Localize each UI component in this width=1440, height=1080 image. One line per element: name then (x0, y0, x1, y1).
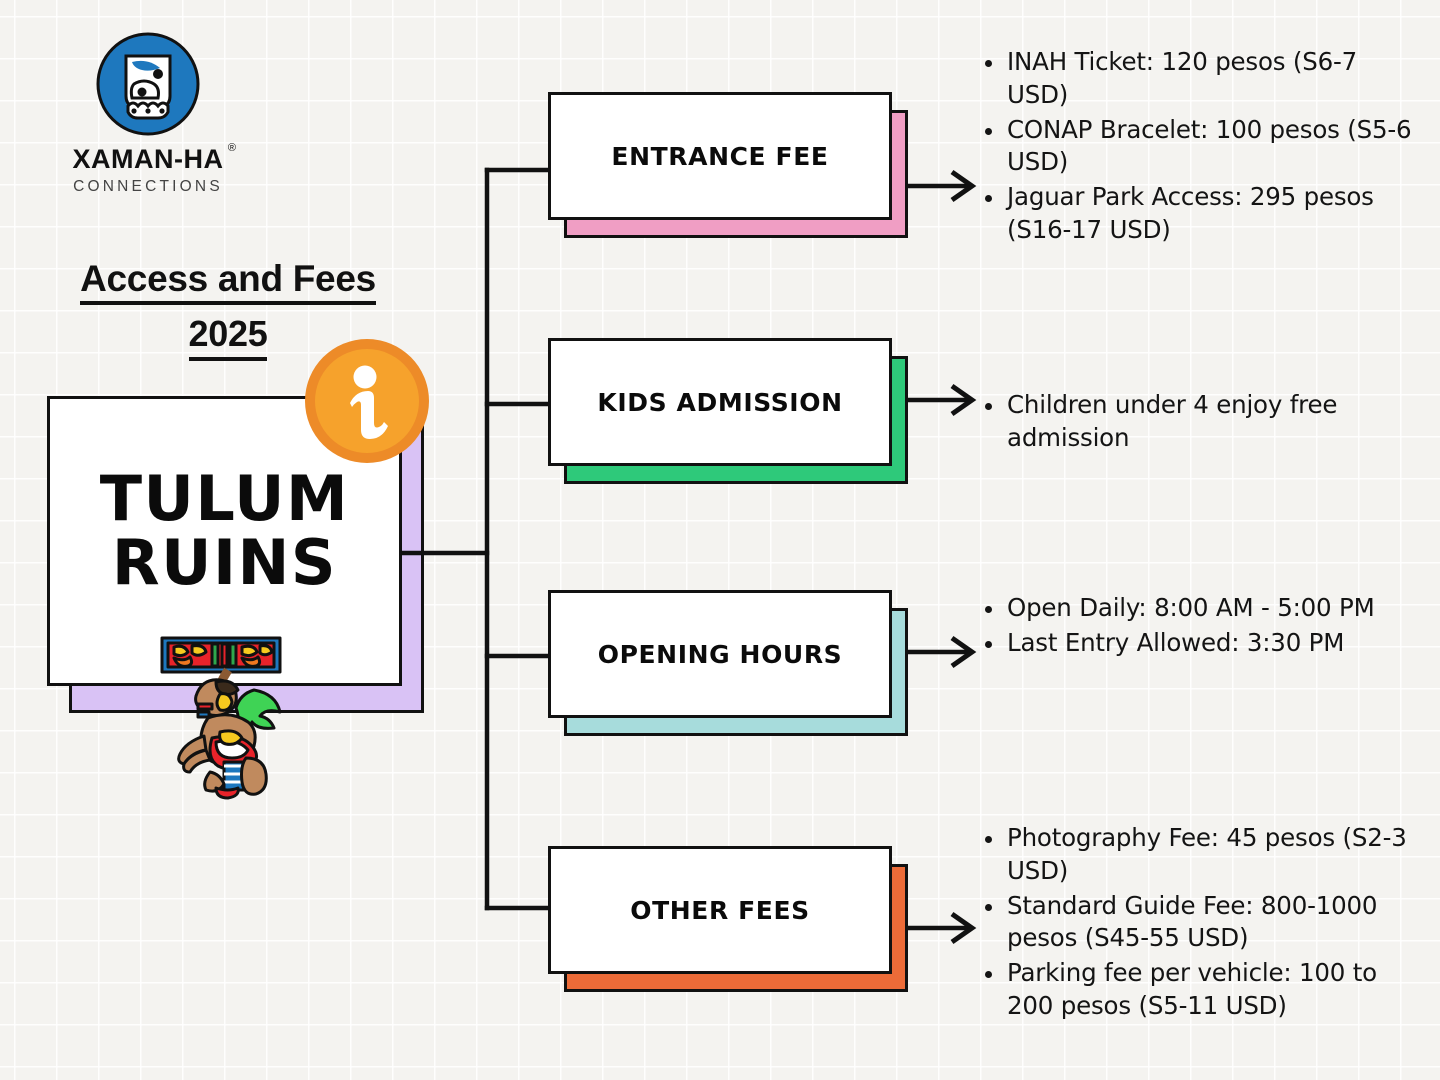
topic-card-face-other-fees[interactable]: OTHER FEES (548, 846, 892, 974)
details-list-opening-hours: Open Daily: 8:00 AM - 5:00 PM Last Entry… (977, 592, 1425, 660)
list-item: INAH Ticket: 120 pesos (S6-7 USD) (977, 46, 1425, 112)
mayan-descending-god-figure-icon (160, 636, 282, 800)
list-item: Standard Guide Fee: 800-1000 pesos (S45-… (977, 890, 1425, 956)
mayan-glyph-circle-logo-icon (96, 32, 200, 136)
topic-label-kids-admission: KIDS ADMISSION (597, 387, 843, 417)
topic-card-face-entrance-fee[interactable]: ENTRANCE FEE (548, 92, 892, 220)
info-circle-icon[interactable] (303, 337, 431, 465)
brand-tagline: CONNECTIONS (73, 178, 223, 195)
details-opening-hours: Open Daily: 8:00 AM - 5:00 PM Last Entry… (977, 592, 1425, 662)
registered-mark: ® (227, 142, 237, 154)
brand-name: XAMAN-HA ® (72, 142, 237, 175)
main-node-title: TULUM RUINS (100, 467, 349, 595)
topic-card-kids-admission[interactable]: KIDS ADMISSION (548, 338, 908, 484)
topic-label-entrance-fee: ENTRANCE FEE (611, 141, 829, 171)
list-item: CONAP Bracelet: 100 pesos (S5-6 USD) (977, 114, 1425, 180)
topic-card-other-fees[interactable]: OTHER FEES (548, 846, 908, 992)
list-item: Parking fee per vehicle: 100 to 200 peso… (977, 957, 1425, 1023)
topic-label-other-fees: OTHER FEES (630, 895, 810, 925)
details-list-kids-admission: Children under 4 enjoy free admission (977, 389, 1425, 455)
topic-label-opening-hours: OPENING HOURS (597, 639, 843, 669)
brand-name-text: XAMAN-HA (72, 144, 224, 174)
main-node-title-line-1: TULUM (99, 462, 350, 536)
list-item: Photography Fee: 45 pesos (S2-3 USD) (977, 822, 1425, 888)
topic-card-face-kids-admission[interactable]: KIDS ADMISSION (548, 338, 892, 466)
list-item: Open Daily: 8:00 AM - 5:00 PM (977, 592, 1425, 625)
main-node-title-line-2: RUINS (111, 526, 338, 599)
list-item: Jaguar Park Access: 295 pesos (S16-17 US… (977, 181, 1425, 247)
topic-card-opening-hours[interactable]: OPENING HOURS (548, 590, 908, 736)
page-title-line-2: 2025 (188, 314, 268, 361)
list-item: Children under 4 enjoy free admission (977, 389, 1425, 455)
details-list-other-fees: Photography Fee: 45 pesos (S2-3 USD) Sta… (977, 822, 1425, 1023)
brand-logo: XAMAN-HA ® CONNECTIONS (48, 32, 248, 196)
details-entrance-fee: INAH Ticket: 120 pesos (S6-7 USD) CONAP … (977, 46, 1425, 249)
page-title: Access and Fees 2025 (68, 258, 388, 361)
details-other-fees: Photography Fee: 45 pesos (S2-3 USD) Sta… (977, 822, 1425, 1025)
details-list-entrance-fee: INAH Ticket: 120 pesos (S6-7 USD) CONAP … (977, 46, 1425, 247)
topic-card-face-opening-hours[interactable]: OPENING HOURS (548, 590, 892, 718)
details-kids-admission: Children under 4 enjoy free admission (977, 389, 1425, 457)
page-title-line-1: Access and Fees (80, 258, 376, 306)
topic-card-entrance-fee[interactable]: ENTRANCE FEE (548, 92, 908, 238)
list-item: Last Entry Allowed: 3:30 PM (977, 627, 1425, 660)
